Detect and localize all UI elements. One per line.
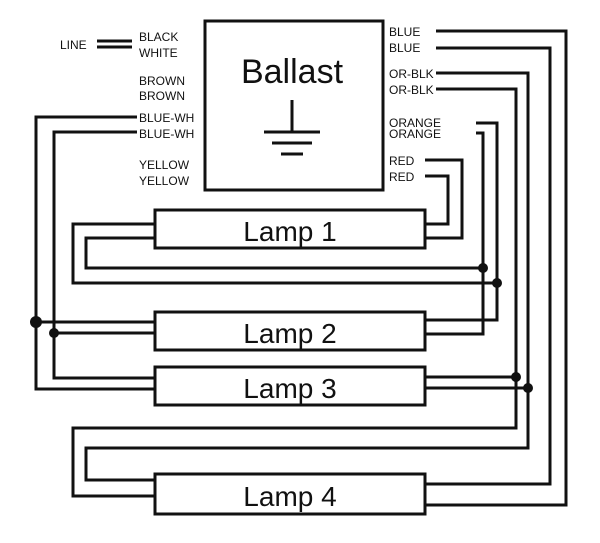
wire-label-orange: ORANGE: [389, 116, 441, 130]
or-blk-2-wire: [71, 87, 518, 498]
junction-dot: [49, 328, 59, 338]
wire-label-red: RED: [389, 170, 415, 184]
lamp-label: Lamp 4: [243, 481, 336, 512]
lamp-4: Lamp 4: [153, 472, 427, 516]
wire-label-orange: ORANGE: [389, 127, 441, 141]
left-wire-labels: LINE BLACK WHITE BROWN BROWN BLUE-WH BLU…: [60, 30, 194, 188]
wire-label-blue: BLUE: [389, 25, 420, 39]
blue-2-wire: [425, 46, 552, 486]
wires: [34, 29, 568, 507]
right-wire-labels: BLUE BLUE OR-BLK OR-BLK ORANGE ORANGE RE…: [389, 25, 441, 184]
wire-label-or-blk: OR-BLK: [389, 83, 434, 97]
wire-label-blue-wh: BLUE-WH: [139, 111, 194, 125]
wire-label-yellow: YELLOW: [139, 174, 190, 188]
orange-1-wire: [425, 121, 499, 322]
junction-dot: [523, 383, 533, 393]
lamp1-left-loop-a: [71, 222, 497, 285]
wire-label-blue-wh: BLUE-WH: [139, 127, 194, 141]
lamp-label: Lamp 1: [243, 216, 336, 247]
lamp-2: Lamp 2: [153, 310, 427, 352]
junction-dot: [511, 372, 521, 382]
ground-icon: [264, 100, 320, 156]
orange-2-wire: [425, 131, 485, 336]
lamp1-left-loop-b: [84, 236, 483, 270]
wire-label-white: WHITE: [139, 46, 178, 60]
junctions: [30, 263, 533, 393]
wire-label-or-blk: OR-BLK: [389, 67, 434, 81]
ballast-title: Ballast: [241, 53, 344, 91]
blue-wh-1-wire: [34, 115, 155, 391]
red-2-wire: [425, 174, 450, 226]
red-1-wire: [425, 158, 464, 240]
wire-label-yellow: YELLOW: [139, 158, 190, 172]
wire-label-red: RED: [389, 154, 415, 168]
wire-label-brown: BROWN: [139, 89, 185, 103]
junction-dot: [478, 263, 488, 273]
blue-1-wire: [425, 29, 568, 507]
ballast-box: [203, 19, 385, 192]
lamp-3: Lamp 3: [153, 365, 427, 407]
junction-dot: [30, 316, 42, 328]
lamp-1: Lamp 1: [153, 208, 427, 250]
junction-dot: [492, 278, 502, 288]
line-label: LINE: [60, 38, 87, 52]
blue-wh-2-wire: [52, 130, 155, 380]
wire-label-brown: BROWN: [139, 74, 185, 88]
wire-label-blue: BLUE: [389, 41, 420, 55]
lamp-label: Lamp 3: [243, 373, 336, 404]
lamp-label: Lamp 2: [243, 318, 336, 349]
wire-label-black: BLACK: [139, 30, 178, 44]
or-blk-1-wire: [84, 71, 530, 482]
